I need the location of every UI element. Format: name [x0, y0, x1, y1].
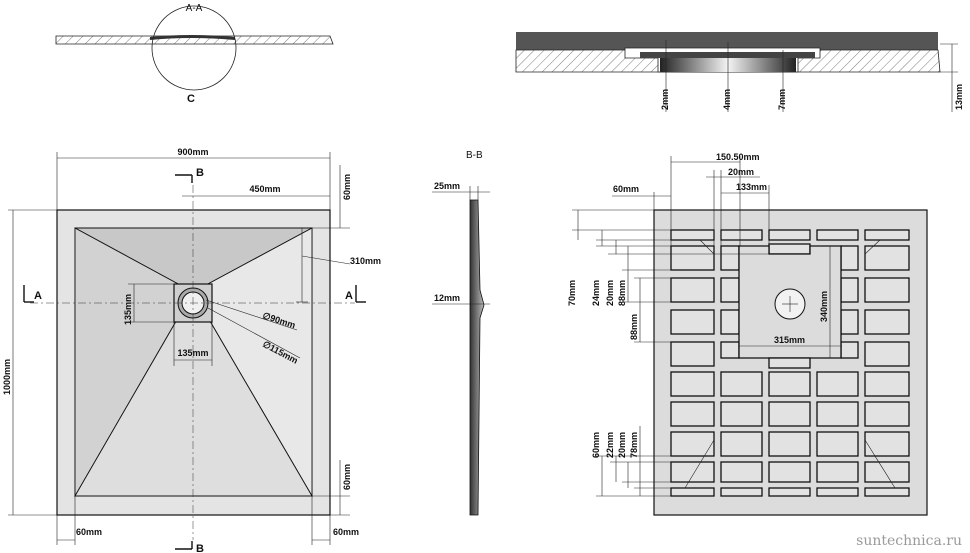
bottom-dim-340mm: 340mm [819, 291, 829, 322]
cut-a-right: A [345, 290, 353, 302]
section-bb: B-B 25mm 12mm [432, 150, 490, 516]
watermark: suntechnica.ru [856, 533, 962, 549]
detail-c-circle [151, 5, 237, 91]
bottom-dim-20mm-low: 20mm [617, 432, 627, 458]
bottom-dim-60mm-top: 60mm [613, 184, 639, 194]
bottom-dim-20mm: 20mm [728, 167, 754, 177]
bottom-dim-24mm: 24mm [591, 280, 601, 306]
bottom-dim-88mm-b: 88mm [629, 314, 639, 340]
bottom-dim-20mm-left: 20mm [605, 280, 615, 306]
detail-c-dim-2mm: 2mm [660, 89, 670, 110]
detail-c-dim-7mm: 7mm [777, 89, 787, 110]
bottom-view: 150.50mm 20mm 133mm 60mm 70mm 24mm 20mm … [567, 152, 928, 516]
section-aa: A-A C [55, 3, 334, 105]
bottom-dim-70mm: 70mm [567, 280, 577, 306]
section-aa-profile [55, 35, 334, 45]
dim-drain-box-w: 135mm [177, 348, 208, 358]
section-bb-profile [469, 199, 485, 516]
bottom-dim-150-50: 150.50mm [716, 152, 760, 162]
bottom-dim-22mm: 22mm [605, 432, 615, 458]
detail-c-view: 2mm 4mm 7mm 13mm [515, 32, 964, 112]
dim-border-left: 60mm [76, 527, 102, 537]
section-bb-label: B-B [466, 150, 483, 161]
cut-b-bottom: B [196, 543, 204, 553]
dim-drain-box-h: 135mm [123, 294, 133, 325]
detail-c-dim-13mm: 13mm [954, 84, 964, 110]
section-aa-drain [150, 35, 235, 40]
dim-height: 1000mm [2, 359, 12, 395]
rib-grid [670, 229, 910, 497]
bottom-dim-88mm-a: 88mm [617, 280, 627, 306]
detail-c-flange [640, 52, 815, 58]
cut-a-left: A [34, 290, 42, 302]
detail-c-dim-4mm: 4mm [722, 89, 732, 110]
detail-c-top-surface [516, 32, 938, 50]
detail-c-label: C [187, 93, 195, 105]
dim-border-top: 60mm [342, 174, 352, 200]
dim-slope-depth: 310mm [350, 256, 381, 266]
section-bb-dim-25mm: 25mm [434, 181, 460, 191]
section-bb-dim-12mm: 12mm [434, 293, 460, 303]
dim-border-right: 60mm [333, 527, 359, 537]
bottom-dim-315mm: 315mm [774, 335, 805, 345]
bottom-dim-60mm-low: 60mm [591, 432, 601, 458]
top-view: 900mm 450mm 60mm 310mm 1000mm 135mm 135m… [2, 147, 381, 553]
bottom-dim-133mm: 133mm [736, 182, 767, 192]
dim-drain-offset: 450mm [249, 184, 280, 194]
cut-b-top: B [196, 167, 204, 179]
dim-border-bottom: 60mm [342, 464, 352, 490]
dim-width: 900mm [177, 147, 208, 157]
bottom-dim-78mm: 78mm [629, 432, 639, 458]
facet-bottom [74, 291, 313, 497]
section-aa-label: A-A [186, 3, 203, 14]
